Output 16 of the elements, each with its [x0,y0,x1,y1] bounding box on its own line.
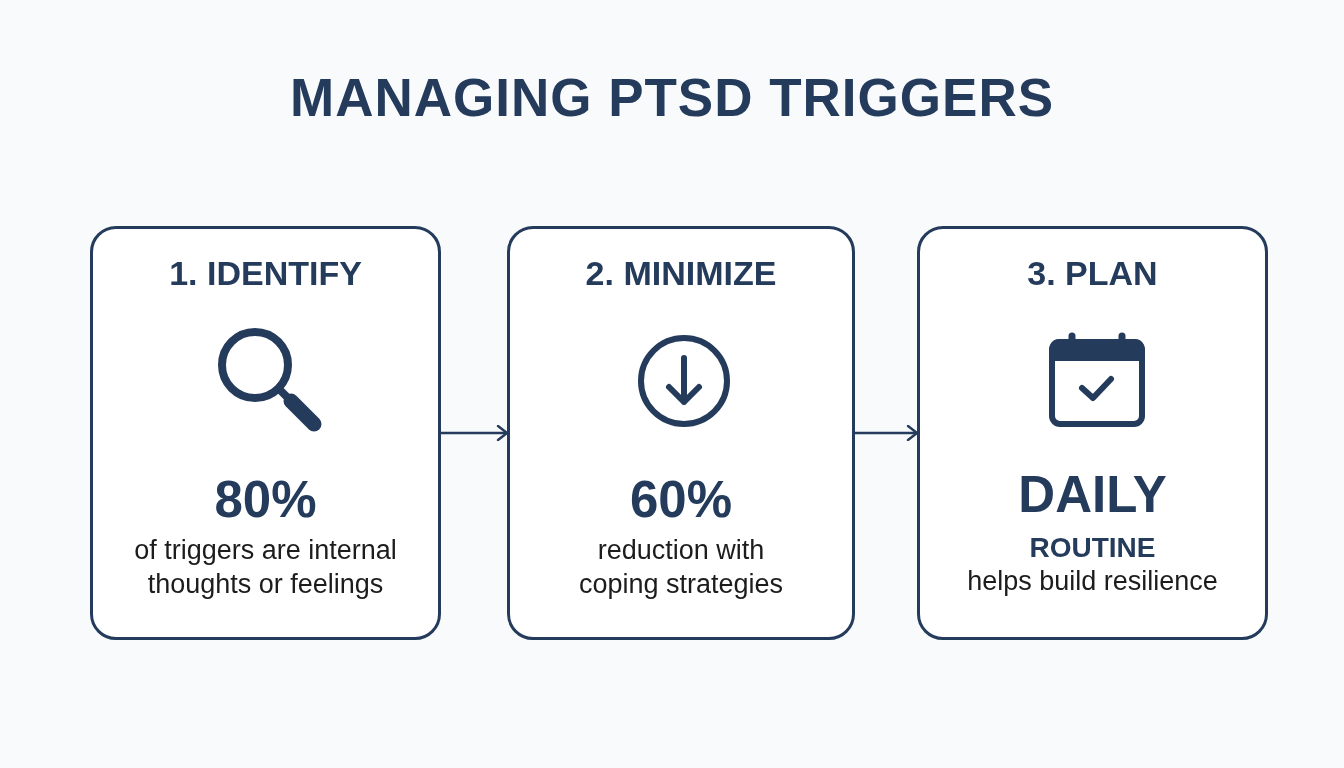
step-card [90,226,441,640]
stat-value: DAILY [1018,467,1167,523]
step-card [917,226,1268,640]
stat-value: 80% [214,472,317,528]
arrow [441,424,509,442]
description: helps build resilience [966,565,1219,598]
step-title: 1. IDENTIFY [169,253,362,293]
title: MANAGING PTSD TRIGGERS [290,68,1054,127]
arrow [855,424,919,442]
description: of triggers are internal thoughts or feelings [133,534,398,601]
stat-value: 60% [629,472,733,528]
step-card [507,226,855,640]
step-title: 2. MINIMIZE [585,253,777,293]
stat-label: ROUTINE [1029,532,1156,564]
step-title: 3. PLAN [1027,253,1158,293]
description: reduction with coping strategies [577,534,785,601]
